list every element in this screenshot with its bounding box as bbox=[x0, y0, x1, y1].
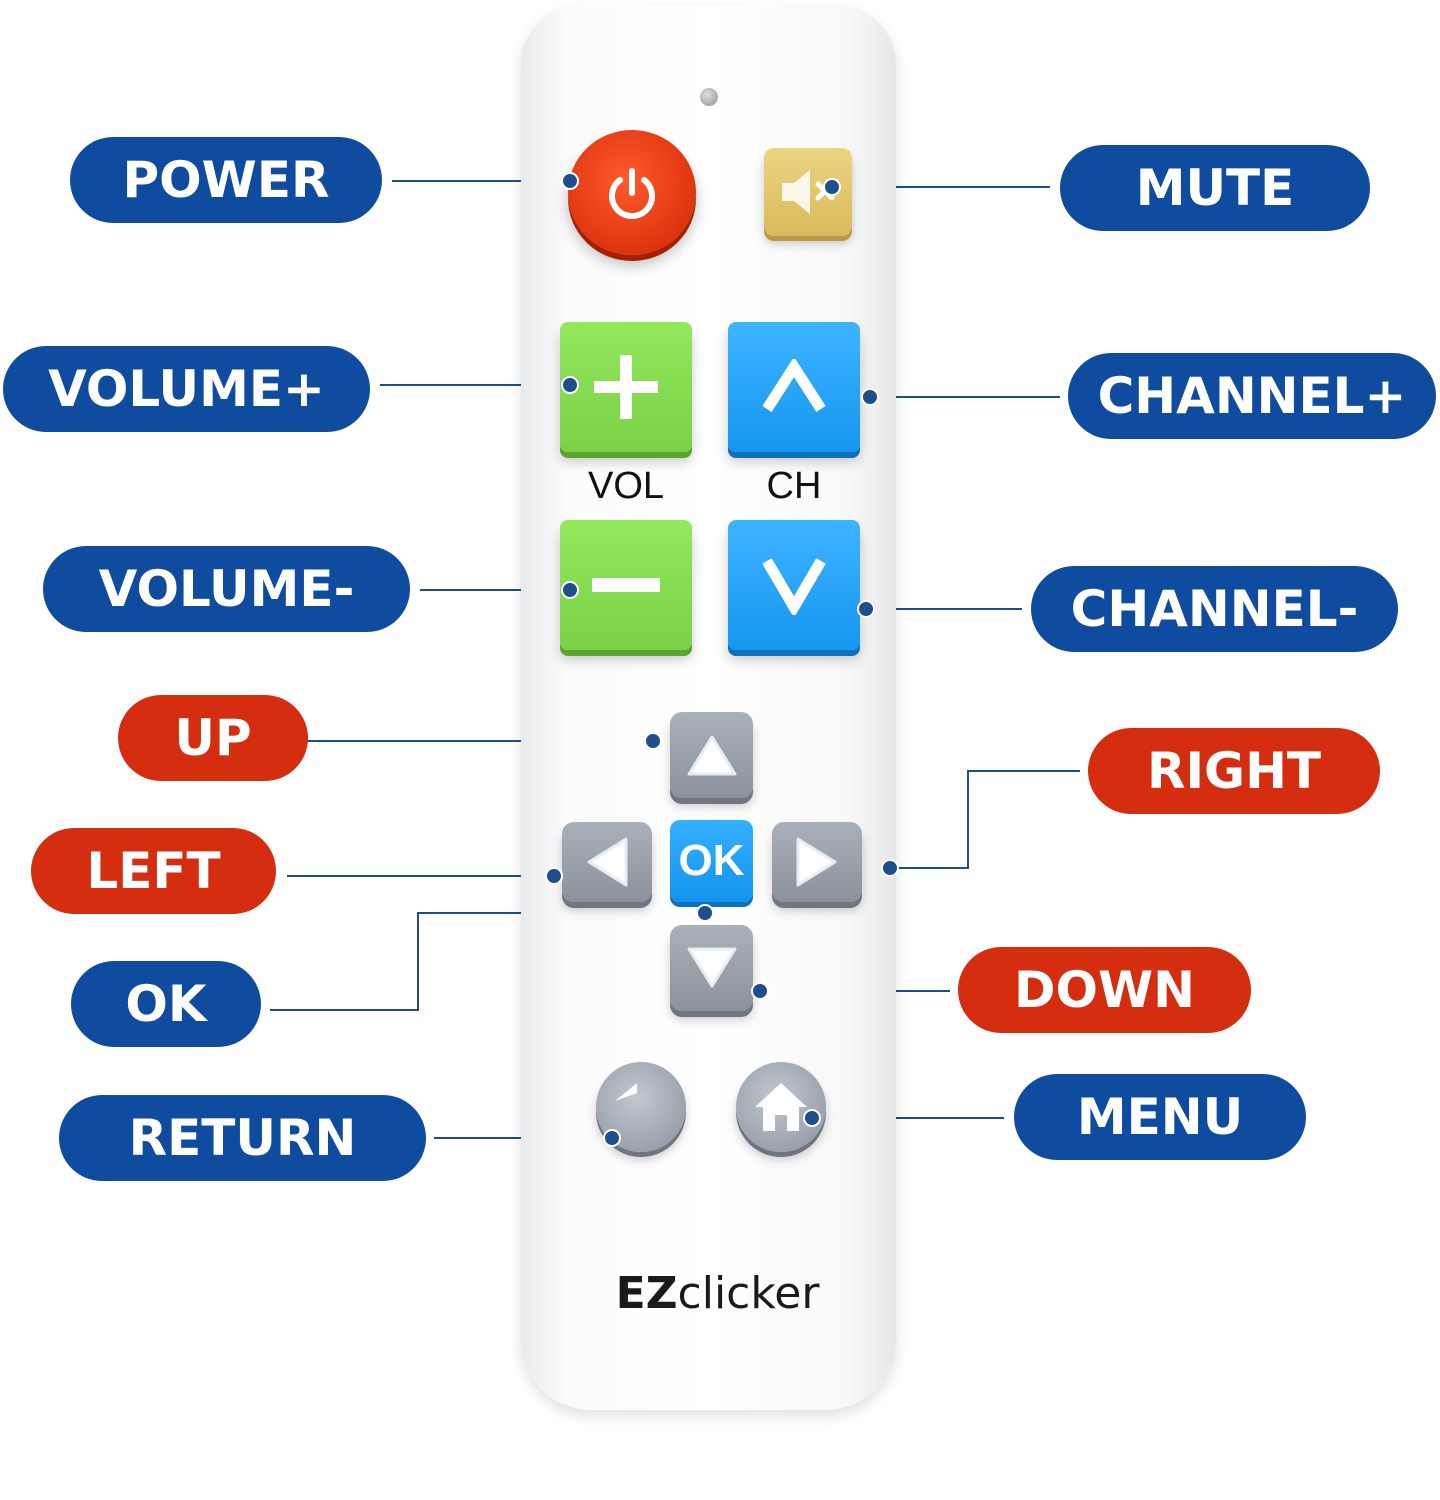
callout-return: RETURN bbox=[59, 1095, 426, 1181]
chevron-down-icon bbox=[762, 558, 826, 615]
nav-right-button[interactable] bbox=[772, 822, 862, 902]
power-icon bbox=[609, 167, 655, 219]
vol-label: VOL bbox=[587, 465, 665, 507]
home-icon bbox=[755, 1083, 807, 1131]
callout-power: POWER bbox=[70, 137, 382, 223]
ok-button[interactable]: OK bbox=[670, 820, 753, 902]
arrow-down-icon bbox=[687, 947, 736, 988]
ch-label: CH bbox=[766, 465, 822, 507]
volume-up-button[interactable] bbox=[560, 322, 692, 452]
nav-down-button[interactable] bbox=[670, 925, 753, 1011]
callout-right: RIGHT bbox=[1088, 728, 1380, 814]
callout-mute: MUTE bbox=[1060, 145, 1370, 231]
menu-button[interactable] bbox=[736, 1062, 826, 1152]
return-icon bbox=[615, 1083, 637, 1101]
callout-channel-up: CHANNEL+ bbox=[1068, 353, 1436, 439]
arrow-up-icon bbox=[687, 735, 736, 776]
minus-icon bbox=[592, 578, 660, 592]
volume-down-button[interactable] bbox=[560, 520, 692, 650]
ok-button-label: OK bbox=[678, 836, 745, 885]
nav-up-button[interactable] bbox=[670, 712, 753, 798]
nav-left-button[interactable] bbox=[562, 822, 652, 902]
callout-volume-down: VOLUME- bbox=[43, 546, 410, 632]
chevron-up-icon bbox=[762, 359, 826, 412]
remote-body bbox=[521, 5, 896, 1410]
callout-up: UP bbox=[118, 695, 308, 781]
channel-up-button[interactable] bbox=[728, 322, 860, 452]
power-button[interactable] bbox=[568, 130, 696, 255]
callout-ok: OK bbox=[71, 961, 261, 1047]
channel-down-button[interactable] bbox=[728, 520, 860, 650]
callout-menu: MENU bbox=[1014, 1074, 1306, 1160]
callout-down: DOWN bbox=[958, 947, 1251, 1033]
brand-logo: EZclicker bbox=[615, 1268, 820, 1319]
indicator-led bbox=[700, 88, 718, 106]
arrow-left-icon bbox=[587, 837, 628, 887]
callout-channel-down: CHANNEL- bbox=[1031, 566, 1398, 652]
plus-icon bbox=[594, 355, 658, 419]
callout-volume-up: VOLUME+ bbox=[3, 346, 370, 432]
arrow-right-icon bbox=[796, 837, 837, 887]
callout-left: LEFT bbox=[31, 828, 276, 914]
